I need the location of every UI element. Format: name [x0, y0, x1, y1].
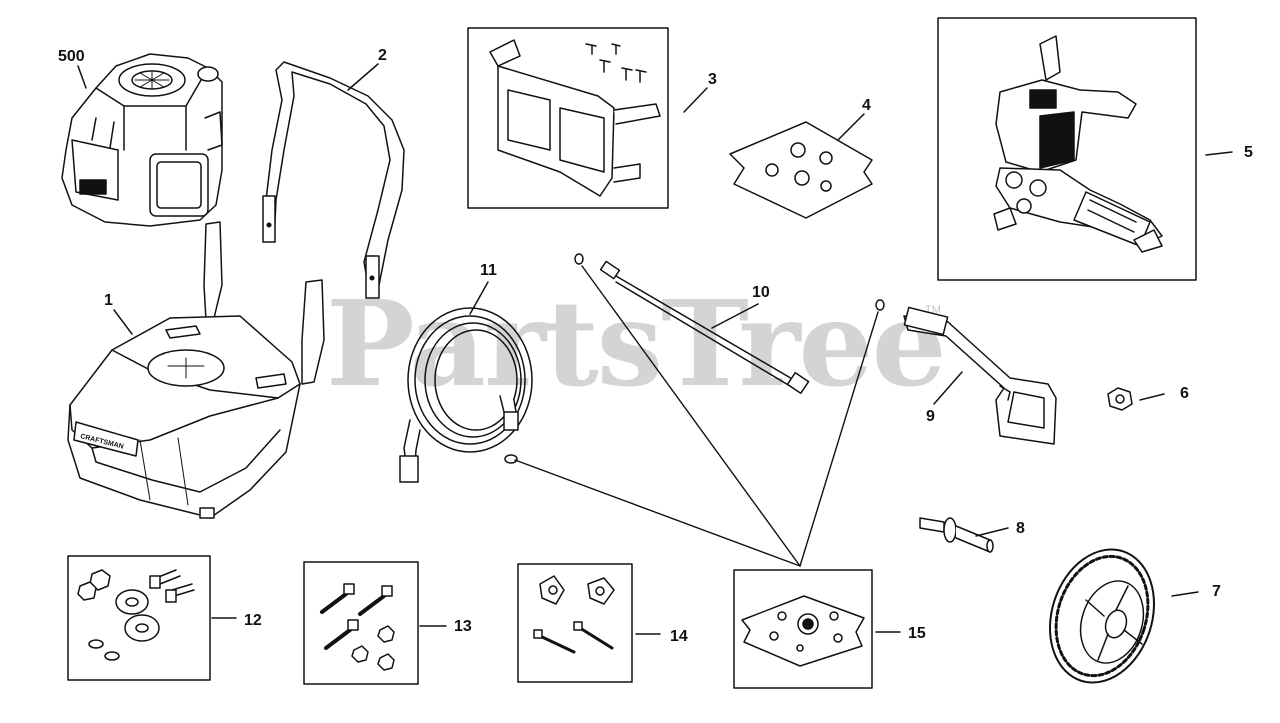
part-number-12[interactable]: 12	[244, 612, 262, 629]
lance-part[interactable]	[574, 253, 810, 395]
part-number-11[interactable]: 11	[480, 262, 497, 279]
part-number-2[interactable]: 2	[378, 47, 387, 64]
bolt-kit-box	[303, 561, 419, 685]
bearing-kit-part[interactable]	[77, 569, 195, 661]
pump-box	[937, 17, 1197, 281]
spray-gun-part[interactable]	[875, 299, 1057, 445]
engine-part[interactable]	[61, 53, 223, 227]
o-ring-kit-box	[733, 569, 873, 689]
nut-part[interactable]	[1107, 387, 1133, 411]
nozzle-bag-part[interactable]	[729, 121, 873, 219]
bracket-kit-part[interactable]	[489, 39, 661, 197]
handle-part[interactable]	[262, 61, 405, 299]
part-number-1[interactable]: 1	[104, 292, 113, 309]
part-number-3[interactable]: 3	[708, 71, 717, 88]
part-number-10[interactable]: 10	[752, 284, 770, 301]
o-ring-leader-lines	[514, 265, 879, 567]
pump-part[interactable]	[993, 35, 1163, 253]
part-number-7[interactable]: 7	[1212, 583, 1221, 600]
watermark-text: PartsTree	[326, 274, 947, 413]
axle-part[interactable]	[919, 517, 994, 553]
part-number-6[interactable]: 6	[1180, 385, 1189, 402]
wheel-part[interactable]	[1033, 536, 1170, 696]
bracket-kit-box	[467, 27, 669, 209]
part-number-15[interactable]: 15	[908, 625, 926, 642]
part-number-9[interactable]: 9	[926, 408, 935, 425]
part-number-14[interactable]: 14	[670, 628, 688, 645]
bolt-kit-part[interactable]	[320, 583, 395, 671]
part-number-500[interactable]: 500	[58, 48, 85, 65]
hardware-kit-box	[517, 563, 633, 683]
o-ring-kit-part[interactable]	[741, 595, 865, 667]
part-number-8[interactable]: 8	[1016, 520, 1025, 537]
part-number-4[interactable]: 4	[862, 97, 871, 114]
hardware-kit-part[interactable]	[533, 575, 615, 654]
frame-part[interactable]: CRAFTSMAN	[67, 221, 325, 519]
part-number-5[interactable]: 5	[1244, 144, 1253, 161]
bearing-kit-box	[67, 555, 211, 681]
hose-part[interactable]	[399, 307, 533, 483]
part-number-13[interactable]: 13	[454, 618, 472, 635]
